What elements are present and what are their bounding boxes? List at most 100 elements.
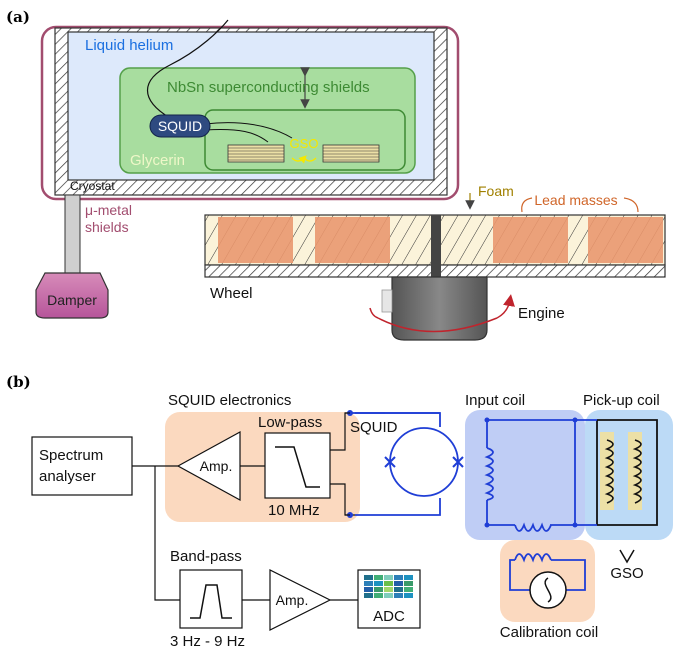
gso-label-a: GSO: [290, 136, 319, 151]
amp-1-label: Amp.: [200, 458, 233, 474]
adc-grid-cell: [404, 575, 413, 580]
low-pass-icon: [275, 446, 320, 488]
wheel-axle: [431, 215, 441, 277]
adc-grid-cell: [364, 581, 373, 586]
lead-arrow-left: [521, 197, 533, 213]
gso-stack-right: [322, 144, 380, 163]
engine-label: Engine: [518, 305, 565, 322]
gso-motion-arrow-left: [291, 155, 307, 164]
engine: [391, 276, 488, 341]
mu-metal-label-1: μ-metal: [85, 202, 132, 218]
pickup-coil-label: Pick-up coil: [583, 392, 660, 409]
adc-grid-cell: [364, 587, 373, 592]
panel-a-label: (a): [6, 8, 30, 26]
liquid-helium-label: Liquid helium: [85, 37, 173, 54]
adc-grid-cell: [394, 575, 403, 580]
adc-display-icon: [364, 575, 413, 598]
adc-grid-cell: [384, 593, 393, 598]
wheel-label: Wheel: [210, 285, 253, 302]
glycerin-label: Glycerin: [130, 152, 185, 169]
low-pass-filter: [264, 432, 331, 499]
adc-grid-cell: [374, 593, 383, 598]
squid-cable: [146, 19, 229, 119]
low-pass-label: Low-pass: [258, 414, 322, 431]
engine-bracket: [381, 289, 393, 313]
wire-branch-bandpass: [154, 466, 180, 601]
amp-2-label: Amp.: [276, 592, 309, 608]
gso-pickup-left: [600, 432, 614, 510]
foam-label: Foam: [478, 183, 514, 199]
adc-grid-cell: [404, 593, 413, 598]
gso-label-b: GSO: [610, 565, 643, 582]
damper: [35, 272, 109, 319]
spectrum-analyser: [31, 436, 133, 496]
adc-grid-cell: [384, 575, 393, 580]
adc-grid-cell: [364, 575, 373, 580]
pickup-wire-loop: [597, 419, 658, 526]
gso-stack-left: [227, 144, 285, 163]
lead-mass-3: [493, 217, 568, 263]
adc-grid-cell: [374, 587, 383, 592]
squid-loop: [389, 427, 459, 497]
input-coil-label: Input coil: [465, 392, 525, 409]
squid-wire-bottom: [355, 498, 441, 516]
squid-label-b: SQUID: [350, 419, 398, 436]
cryostat-label: Cryostat: [70, 179, 115, 193]
support-rod: [64, 194, 81, 274]
squid-label-a: SQUID: [158, 118, 202, 134]
josephson-junction-left: [384, 456, 396, 468]
amp-2: [269, 569, 332, 631]
mu-metal-label-2: shields: [85, 219, 129, 235]
lead-masses-label: Lead masses: [534, 192, 617, 208]
pickup-coil-winding-right: [632, 439, 642, 504]
squid-sensor: [149, 114, 211, 138]
band-pass-label: Band-pass: [170, 548, 242, 565]
band-pass-icon: [190, 584, 232, 619]
calibration-coil-label: Calibration coil: [500, 624, 598, 641]
adc-grid-cell: [394, 587, 403, 592]
engine-rotation-tail: [369, 307, 379, 319]
input-coil-node-3: [484, 522, 490, 528]
input-coil-bg: [465, 410, 585, 540]
engine-rotation-arrow: [377, 317, 498, 333]
lead-arrow-right: [623, 197, 639, 213]
adc-grid-cell: [384, 581, 393, 586]
band-pass-filter: [179, 569, 243, 629]
adc-grid-cell: [374, 575, 383, 580]
adc-grid-cell: [394, 593, 403, 598]
adc-grid-cell: [364, 593, 373, 598]
gso-pickup-right: [628, 432, 642, 510]
squid-electronics-label: SQUID electronics: [168, 392, 291, 409]
adc-grid-cell: [384, 587, 393, 592]
adc-grid-cell: [404, 581, 413, 586]
gso-motion-arrow-right: [303, 157, 317, 162]
calibration-coil-winding: [514, 553, 552, 563]
ac-source-icon: [544, 577, 552, 603]
adc-grid-cell: [374, 581, 383, 586]
gso-pointer: [619, 549, 635, 564]
spectrum-label-2: analyser: [39, 468, 96, 485]
calibration-wire-left: [509, 559, 530, 591]
spectrum-label-1: Spectrum: [39, 447, 103, 464]
mu-metal-shield: [40, 25, 460, 201]
lead-mass-4: [588, 217, 663, 263]
engine-rotation-head: [496, 294, 515, 319]
lead-mass-1: [218, 217, 293, 263]
damper-label: Damper: [47, 292, 97, 308]
freq-10mhz-label: 10 MHz: [268, 502, 320, 519]
calibration-wire-right: [551, 559, 586, 591]
input-coil-node-1: [484, 417, 490, 423]
panel-b-label: (b): [6, 373, 31, 391]
squid-to-pickup-wire: [204, 122, 293, 139]
lead-mass-2: [315, 217, 390, 263]
input-coil-winding: [484, 447, 494, 501]
adc-grid-cell: [394, 581, 403, 586]
squid-to-pickup-wire-2: [204, 129, 269, 143]
input-calibration-coupling: [514, 522, 552, 532]
adc-grid-cell: [404, 587, 413, 592]
adc-label: ADC: [373, 608, 405, 625]
band-range-label: 3 Hz - 9 Hz: [170, 633, 245, 650]
pickup-coil-winding-left: [604, 439, 614, 504]
nbsn-shields-label: NbSn superconducting shields: [167, 79, 370, 96]
